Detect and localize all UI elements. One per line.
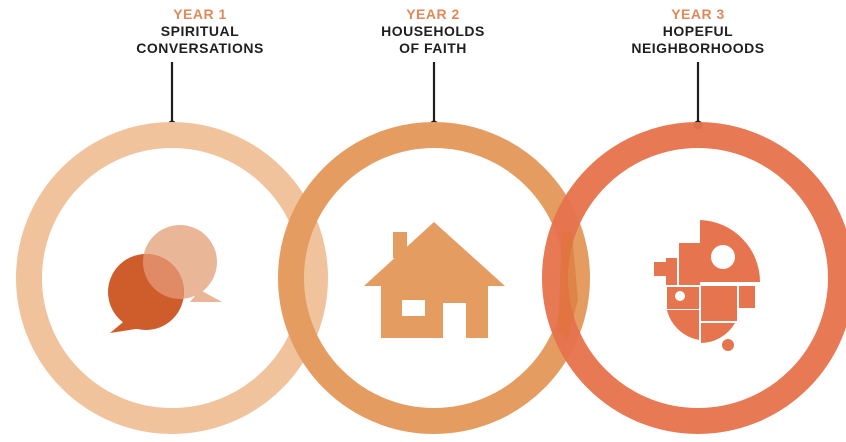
stage-1-label: YEAR 1 SPIRITUAL CONVERSATIONS — [70, 6, 330, 56]
stage-3-connector — [693, 62, 703, 130]
stage-3-title-line-2: NEIGHBORHOODS — [631, 39, 765, 56]
stage-2-title-line-2: OF FAITH — [399, 39, 467, 56]
stage-2-label: YEAR 2 HOUSEHOLDS OF FAITH — [303, 6, 563, 56]
speech-bubbles-icon — [108, 225, 222, 333]
stage-1-title-line-1: SPIRITUAL — [160, 23, 240, 39]
house-icon — [364, 222, 505, 338]
neighborhood-mosaic-icon — [654, 220, 761, 351]
stage-1-year: YEAR 1 — [173, 6, 227, 22]
ring-overlap-tint — [558, 232, 578, 340]
stage-2-connector — [429, 62, 439, 130]
stage-3-year: YEAR 3 — [671, 6, 725, 22]
stage-2-ring — [278, 122, 590, 434]
stage-3-label: YEAR 3 HOPEFUL NEIGHBORHOODS — [568, 6, 828, 56]
stage-3-ring — [542, 122, 846, 434]
stage-2-year: YEAR 2 — [406, 6, 460, 22]
stage-3-title-line-1: HOPEFUL — [662, 23, 734, 39]
stage-2-title-line-1: HOUSEHOLDS — [381, 23, 485, 39]
stage-1-connector — [167, 62, 177, 130]
stage-1-ring — [16, 122, 328, 434]
stage-1-title-line-2: CONVERSATIONS — [136, 39, 264, 56]
